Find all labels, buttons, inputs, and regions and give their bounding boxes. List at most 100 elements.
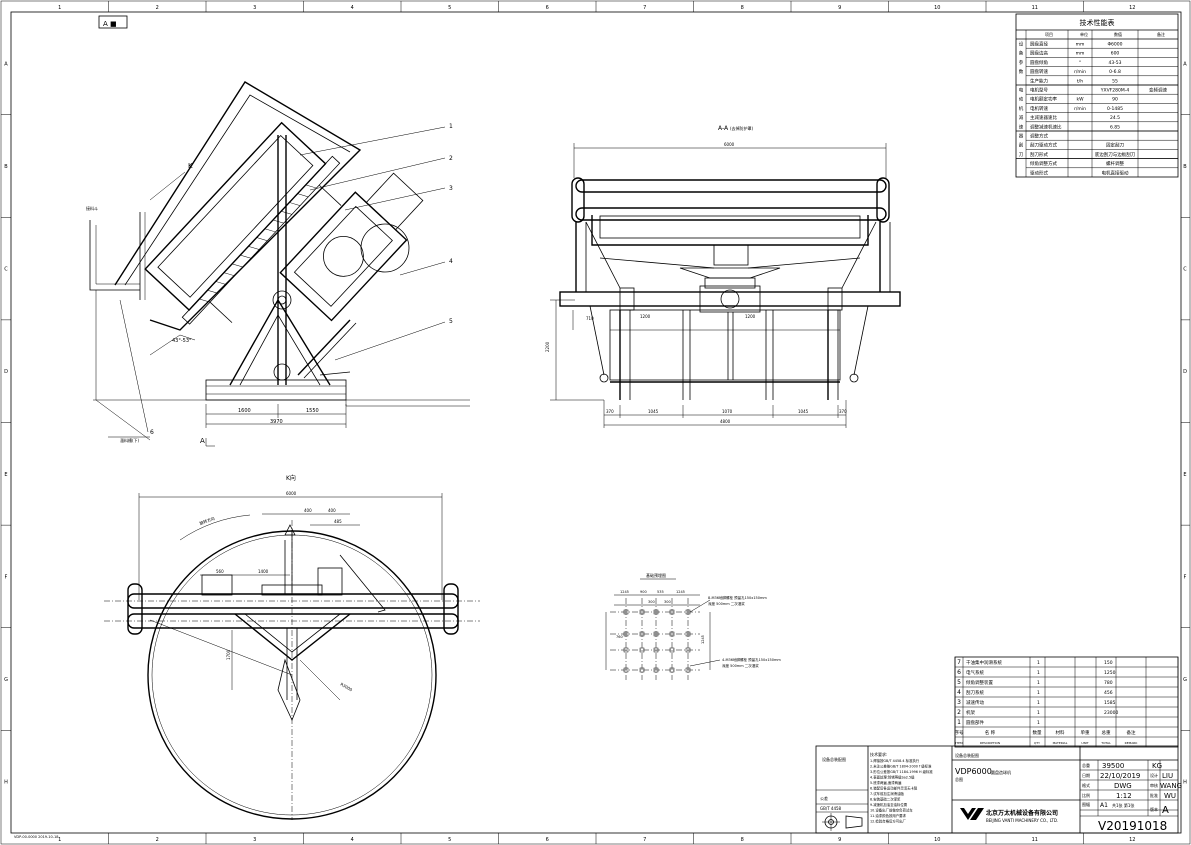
tech-table-cell: 600: [1111, 51, 1120, 57]
tech-note-line: 3.形位公差按GB/T 1184-1996 H 级标准: [870, 769, 933, 774]
bom-cell-name: 电气系统: [966, 669, 984, 676]
svg-text:WU: WU: [1164, 792, 1176, 800]
svg-text:3970: 3970: [270, 419, 283, 425]
svg-text:共1张 第1张: 共1张 第1张: [1112, 802, 1134, 808]
column-marker-bottom: 9: [838, 837, 841, 843]
tech-note-line: 8.安装基础二次灌浆: [870, 797, 901, 802]
bom-header-cn: 名 称: [985, 729, 996, 736]
row-marker-right: G: [1183, 677, 1187, 683]
bom-cell-no: 6: [957, 669, 961, 676]
bom-cell-name: 减速传动: [966, 699, 984, 706]
company-name-en: BEIJING VANTI MACHINERY CO., LTD.: [986, 818, 1058, 823]
svg-text:1700: 1700: [226, 649, 231, 660]
tech-note-line: 2.未注公差按GB/T 1804-2000 f 级标准: [870, 764, 932, 769]
tech-table-cell: YXVF280M-4: [1100, 88, 1130, 94]
row-marker-right: E: [1183, 472, 1186, 478]
tech-table-cell: 动: [1019, 96, 1024, 103]
svg-text:审核: 审核: [1150, 782, 1158, 788]
tech-table-cell: 刮刀形式: [1030, 151, 1048, 158]
tech-note-line: 11.油漆颜色按用户要求: [870, 813, 907, 818]
column-marker-top: 8: [741, 5, 744, 11]
column-marker-bottom: 12: [1129, 837, 1135, 843]
company-logo-icon: [960, 808, 976, 820]
tech-table-cell: 刮刀驱动方式: [1030, 142, 1057, 149]
bom-header-en: DESCRIPTION: [980, 741, 1000, 745]
company-name: 北京万太机械设备有限公司: [986, 809, 1058, 817]
bom-cell-qty: 1: [1037, 670, 1040, 676]
callout-5: 5: [449, 318, 453, 325]
svg-text:1400: 1400: [258, 569, 269, 574]
column-marker-bottom: 4: [351, 837, 354, 843]
bottom-left-stamp: VDP-00-0000 2019-10-18: [14, 835, 58, 839]
anchor-bolt-hole: [653, 667, 659, 673]
tech-table-cell: 55: [1112, 78, 1118, 84]
tech-table-cell: 固定刮刀: [1106, 142, 1124, 149]
bom-cell-name: 机架: [966, 709, 975, 716]
column-marker-bottom: 11: [1032, 837, 1038, 843]
bom-cell-name: 刮刀系统: [966, 689, 984, 696]
tech-note-line: 10.设备出厂前做空负荷试车: [870, 808, 913, 813]
row-marker-left: E: [4, 472, 7, 478]
svg-text:设备总装配图: 设备总装配图: [822, 756, 846, 762]
svg-text:1200: 1200: [640, 314, 651, 319]
svg-text:深度 500mm 二次灌浆: 深度 500mm 二次灌浆: [722, 663, 759, 668]
svg-text:A1: A1: [1100, 802, 1108, 809]
anchor-bolt-hole: [685, 667, 691, 673]
tech-table-cell: t/h: [1077, 78, 1083, 84]
row-marker-left: B: [4, 164, 8, 170]
column-marker-top: 10: [934, 5, 940, 11]
anchor-bolt-hole: [685, 631, 691, 637]
svg-text:图幅: 图幅: [1082, 801, 1090, 807]
tech-table-cell: 电机直接驱动: [1102, 169, 1129, 176]
svg-text:900: 900: [640, 590, 647, 594]
row-marker-right: A: [1183, 61, 1187, 67]
svg-text:6000: 6000: [724, 142, 735, 147]
svg-text:深度 500mm 二次灌浆: 深度 500mm 二次灌浆: [708, 601, 745, 606]
svg-text:版本: 版本: [1150, 806, 1158, 812]
bom-header-en: MATERIAL: [1053, 741, 1068, 745]
svg-text:1245: 1245: [676, 590, 685, 594]
svg-text:单位: 单位: [1080, 31, 1088, 37]
row-marker-left: A: [4, 61, 8, 67]
tech-table-cell: 设: [1019, 41, 1024, 48]
anchor-bolt-hole: [669, 631, 675, 637]
svg-text:1245: 1245: [701, 635, 705, 644]
anchor-bolt-hole: [669, 647, 675, 653]
svg-text:8-M36地脚螺栓 预留孔150x150mm: 8-M36地脚螺栓 预留孔150x150mm: [708, 595, 767, 600]
tech-table-cell: 变频调速: [1149, 87, 1167, 94]
tech-table-cell: 0-1485: [1107, 106, 1123, 112]
svg-text:4-M36地脚螺栓 预留孔150x150mm: 4-M36地脚螺栓 预留孔150x150mm: [722, 657, 781, 662]
column-marker-bottom: 3: [253, 837, 256, 843]
svg-text:370: 370: [606, 409, 614, 414]
bom-cell-weight: 456: [1104, 690, 1113, 696]
bom-cell-weight: 1585: [1104, 700, 1116, 706]
bom-cell-qty: 1: [1037, 660, 1040, 666]
bom-header-cn: 备注: [1127, 729, 1136, 736]
bom-header-cn: 单重: [1081, 729, 1090, 736]
bom-cell-no: 5: [957, 679, 961, 686]
tech-table-cell: 备: [1019, 50, 1024, 57]
column-marker-bottom: 7: [643, 837, 646, 843]
bom-cell-qty: 1: [1037, 710, 1040, 716]
bom-header-en: TOTAL: [1100, 741, 1111, 745]
row-marker-left: F: [5, 574, 8, 580]
row-marker-right: F: [1184, 574, 1187, 580]
anchor-bolt-hole: [623, 647, 629, 653]
tech-table-cell: 24.5: [1110, 115, 1120, 121]
tech-table-cell: 机: [1019, 105, 1024, 112]
svg-text:R3000: R3000: [340, 682, 354, 693]
callout-4: 4: [449, 258, 453, 265]
tech-note-line: 1.焊接按GB/T 4458.4 标准执行: [870, 758, 920, 763]
tech-note-line: 5.底漆两遍,面漆两遍: [870, 780, 902, 785]
bom-header-en: ITEM: [955, 741, 963, 745]
bom-cell-no: 7: [957, 659, 961, 666]
column-marker-bottom: 8: [741, 837, 744, 843]
svg-text:710: 710: [586, 316, 594, 321]
anchor-bolt-hole: [653, 609, 659, 615]
anchor-bolt-hole: [639, 647, 645, 653]
bom-cell-qty: 1: [1037, 680, 1040, 686]
